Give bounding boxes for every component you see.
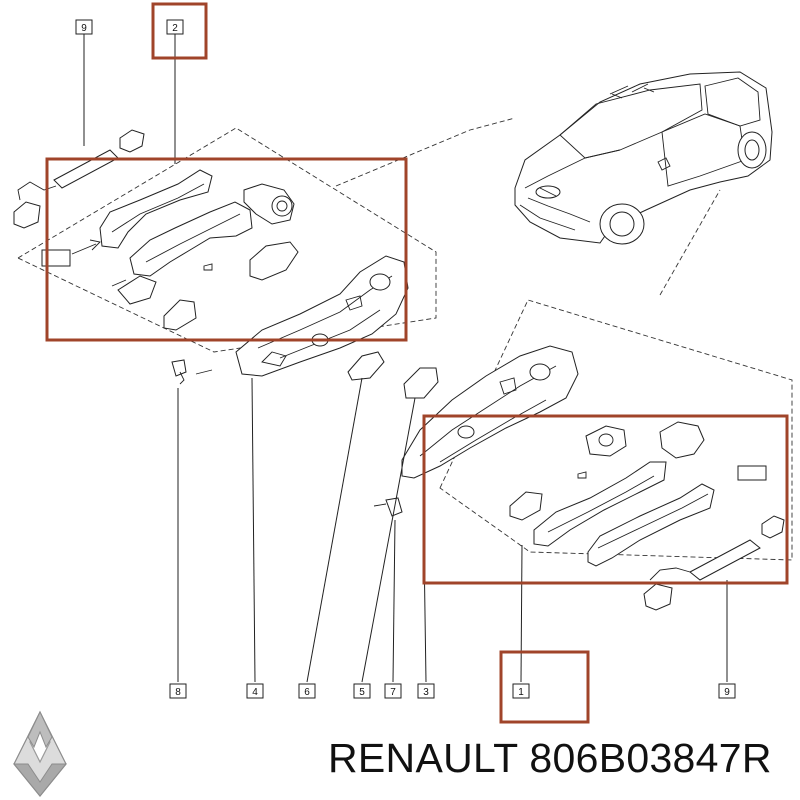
- callout-1: 1: [512, 683, 530, 699]
- front-handle-parts: [41, 169, 299, 331]
- callout-label: 8: [175, 687, 181, 698]
- renault-logo-icon: [12, 710, 68, 797]
- callout-7: 7: [384, 683, 402, 699]
- front-carrier-bracket: [235, 255, 409, 377]
- callout-label: 7: [390, 687, 396, 698]
- callout-9-top: 9: [75, 19, 93, 35]
- dashed-outlines: [17, 117, 793, 561]
- part-number: 806B03847R: [529, 735, 772, 781]
- callout-5: 5: [353, 683, 371, 699]
- callout-label: 6: [304, 687, 310, 698]
- callout-label: 1: [518, 687, 524, 698]
- brand-name: RENAULT: [328, 735, 518, 781]
- callout-label: 5: [359, 687, 365, 698]
- highlight-frames: [45, 2, 789, 724]
- callout-label: 9: [81, 23, 87, 34]
- rear-handle-parts: [509, 421, 767, 567]
- callout-9-bottom: 9: [718, 683, 736, 699]
- callout-6: 6: [298, 683, 316, 699]
- callout-label: 2: [172, 23, 178, 34]
- highlight-front-handle-group: [45, 157, 408, 342]
- callout-4: 4: [246, 683, 264, 699]
- callout-label: 3: [423, 687, 429, 698]
- part-caption: RENAULT 806B03847R: [328, 735, 772, 782]
- callout-8: 8: [169, 683, 187, 699]
- highlight-rear-handle-group: [422, 414, 789, 585]
- callout-3: 3: [417, 683, 435, 699]
- rear-carrier-bracket: [401, 345, 579, 479]
- callout-2: 2: [166, 19, 184, 35]
- car-illustration: [514, 71, 773, 245]
- rear-wiring-harness: [643, 515, 785, 611]
- loose-parts: [171, 351, 439, 517]
- highlight-callout-2: [151, 2, 208, 60]
- callout-label: 4: [252, 687, 258, 698]
- highlight-callout-1: [499, 650, 590, 724]
- callout-label: 9: [724, 687, 730, 698]
